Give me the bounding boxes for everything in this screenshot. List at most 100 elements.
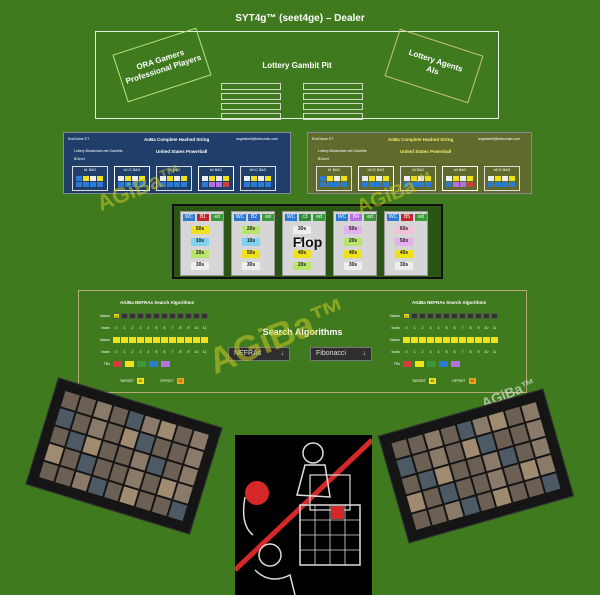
value-cell[interactable]: 20 [403,313,410,319]
value-cells[interactable] [113,337,208,343]
ed-badge: ed [262,214,274,221]
index-cell: 7 [171,350,174,354]
index-cell: 9 [187,326,190,330]
chevron-down-icon: ↓ [362,350,367,357]
target-value[interactable]: 45 [428,378,436,384]
card-slot: 20s [344,238,362,246]
value-cell[interactable]: 20 [113,313,120,319]
players-illustration [235,435,372,595]
offset-label: OFFSET [160,378,174,383]
left-search-title: AGiBa NEFRAs Search Algorithms [120,300,195,305]
bag-label: b2 IC BAG [367,168,385,172]
card-slot: 20s [242,226,260,234]
index-cell: 0 [405,350,408,354]
index-cell: 1 [123,326,126,330]
bag-label: b4 BAG [453,168,467,172]
bag-label: b2 IC BAG [123,168,141,172]
row-label: Values [99,314,110,318]
left-values-row: Values 20 [92,313,208,319]
bag-b1[interactable]: b1 BAG [316,166,352,191]
bag-b2[interactable]: b2 IC BAG [358,166,394,191]
value-cells[interactable] [403,337,498,343]
card-slot: 40s [344,250,362,258]
ora-gamers-label: ORA Gamers Professional Players [124,48,203,86]
index-cell: 4 [147,326,150,330]
bag-list: b1 BAG b2 IC BAG c3 BAG b4 BAG b5 IC BAG [316,166,520,191]
panel-game: United States Powerball [400,149,452,154]
bag-c3[interactable]: c3 BAG [400,166,436,191]
index-cell: 6 [163,350,166,354]
card-slot: 50s [242,250,260,258]
search-algorithms-panel [78,290,527,393]
card-slot: 60s [395,226,413,234]
offset-value[interactable]: 12 [176,378,184,384]
fibonacci-select-value: Fibonacci [316,350,346,357]
card-slot: 10s [242,238,260,246]
column-head: c3 [299,214,311,221]
row-label: Values [99,338,110,342]
row-label: Index [101,326,110,330]
row-label: TRs [393,362,400,366]
player-panel-left: EndGame ET AnBa Complete Hashed String a… [63,132,291,194]
target-label: TARGET [412,378,426,383]
card-slot: 50s [395,238,413,246]
card-slot: 20s [293,262,311,270]
row-label: Index [391,350,400,354]
index-cell: 0 [115,350,118,354]
bag-b5[interactable]: b5 IC BAG [240,166,276,191]
row-label: Index [101,350,110,354]
video-grid-screenshot-left [25,377,223,535]
card-column-b5[interactable]: WC B5 ed 60s 50s 40s 30s [384,211,428,276]
nefras-select[interactable]: NEFRAs ↓ [228,347,290,361]
column-head: B2 [248,214,260,221]
bag-b1[interactable]: b1 BAG [72,166,108,191]
card-column-c3[interactable]: WC c3 ed 30s A 40s 20s [282,211,326,276]
pit-slots-right [303,83,363,123]
card-column-b1[interactable]: WC B1 ed 50s 10s 20s 30s [180,211,224,276]
bag-label: b5 IC BAG [493,168,511,172]
bag-b5[interactable]: b5 IC BAG [484,166,520,191]
ed-badge: ed [415,214,427,221]
bag-label: b1 BAG [327,168,341,172]
bag-list: b1 BAG b2 IC BAG c3 BAG b4 BAG b5 IC BAG [72,166,276,191]
index-cell: 10 [194,350,199,354]
index-cell: 5 [445,326,448,330]
card-column-b2[interactable]: WC B2 ed 20s 10s 50s 30s [231,211,275,276]
value-cells[interactable]: 20 [113,313,208,319]
flop-board: WC B1 ed 50s 10s 20s 30s WC B2 ed 20s 10… [172,204,443,279]
panel-email: angelsbelt@lottochain.com [236,137,279,141]
index-cell: 2 [421,350,424,354]
card-slot: 30s [242,262,260,270]
chevron-down-icon: ↓ [280,350,285,357]
index-cell: 10 [484,350,489,354]
ed-badge: ed [364,214,376,221]
players-illustration-drawing [235,438,372,595]
index-cell: 6 [163,326,166,330]
nefras-select-value: NEFRAs [234,350,262,357]
index-cell: 10 [194,326,199,330]
bag-b4[interactable]: b4 BAG [198,166,234,191]
card-slot: 20s [191,250,209,258]
bag-b2[interactable]: b2 IC BAG [114,166,150,191]
card-column-b4[interactable]: WC B4 ed 50s 20s 40s 30s [333,211,377,276]
index-cell: 11 [492,326,497,330]
index-cell: 9 [187,350,190,354]
bag-c3[interactable]: c3 BAG [156,166,192,191]
bag-b4[interactable]: b4 BAG [442,166,478,191]
fibonacci-select[interactable]: Fibonacci ↓ [310,347,372,361]
gambit-pit-frame [95,31,499,119]
index-cell: 4 [147,350,150,354]
target-value[interactable]: 45 [136,378,144,384]
bag-label: c3 BAG [167,168,181,172]
offset-value[interactable]: 12 [468,378,476,384]
index-cell: 6 [453,350,456,354]
value-cells[interactable]: 20 [403,313,498,319]
right-values-row: Values 20 [382,313,498,319]
